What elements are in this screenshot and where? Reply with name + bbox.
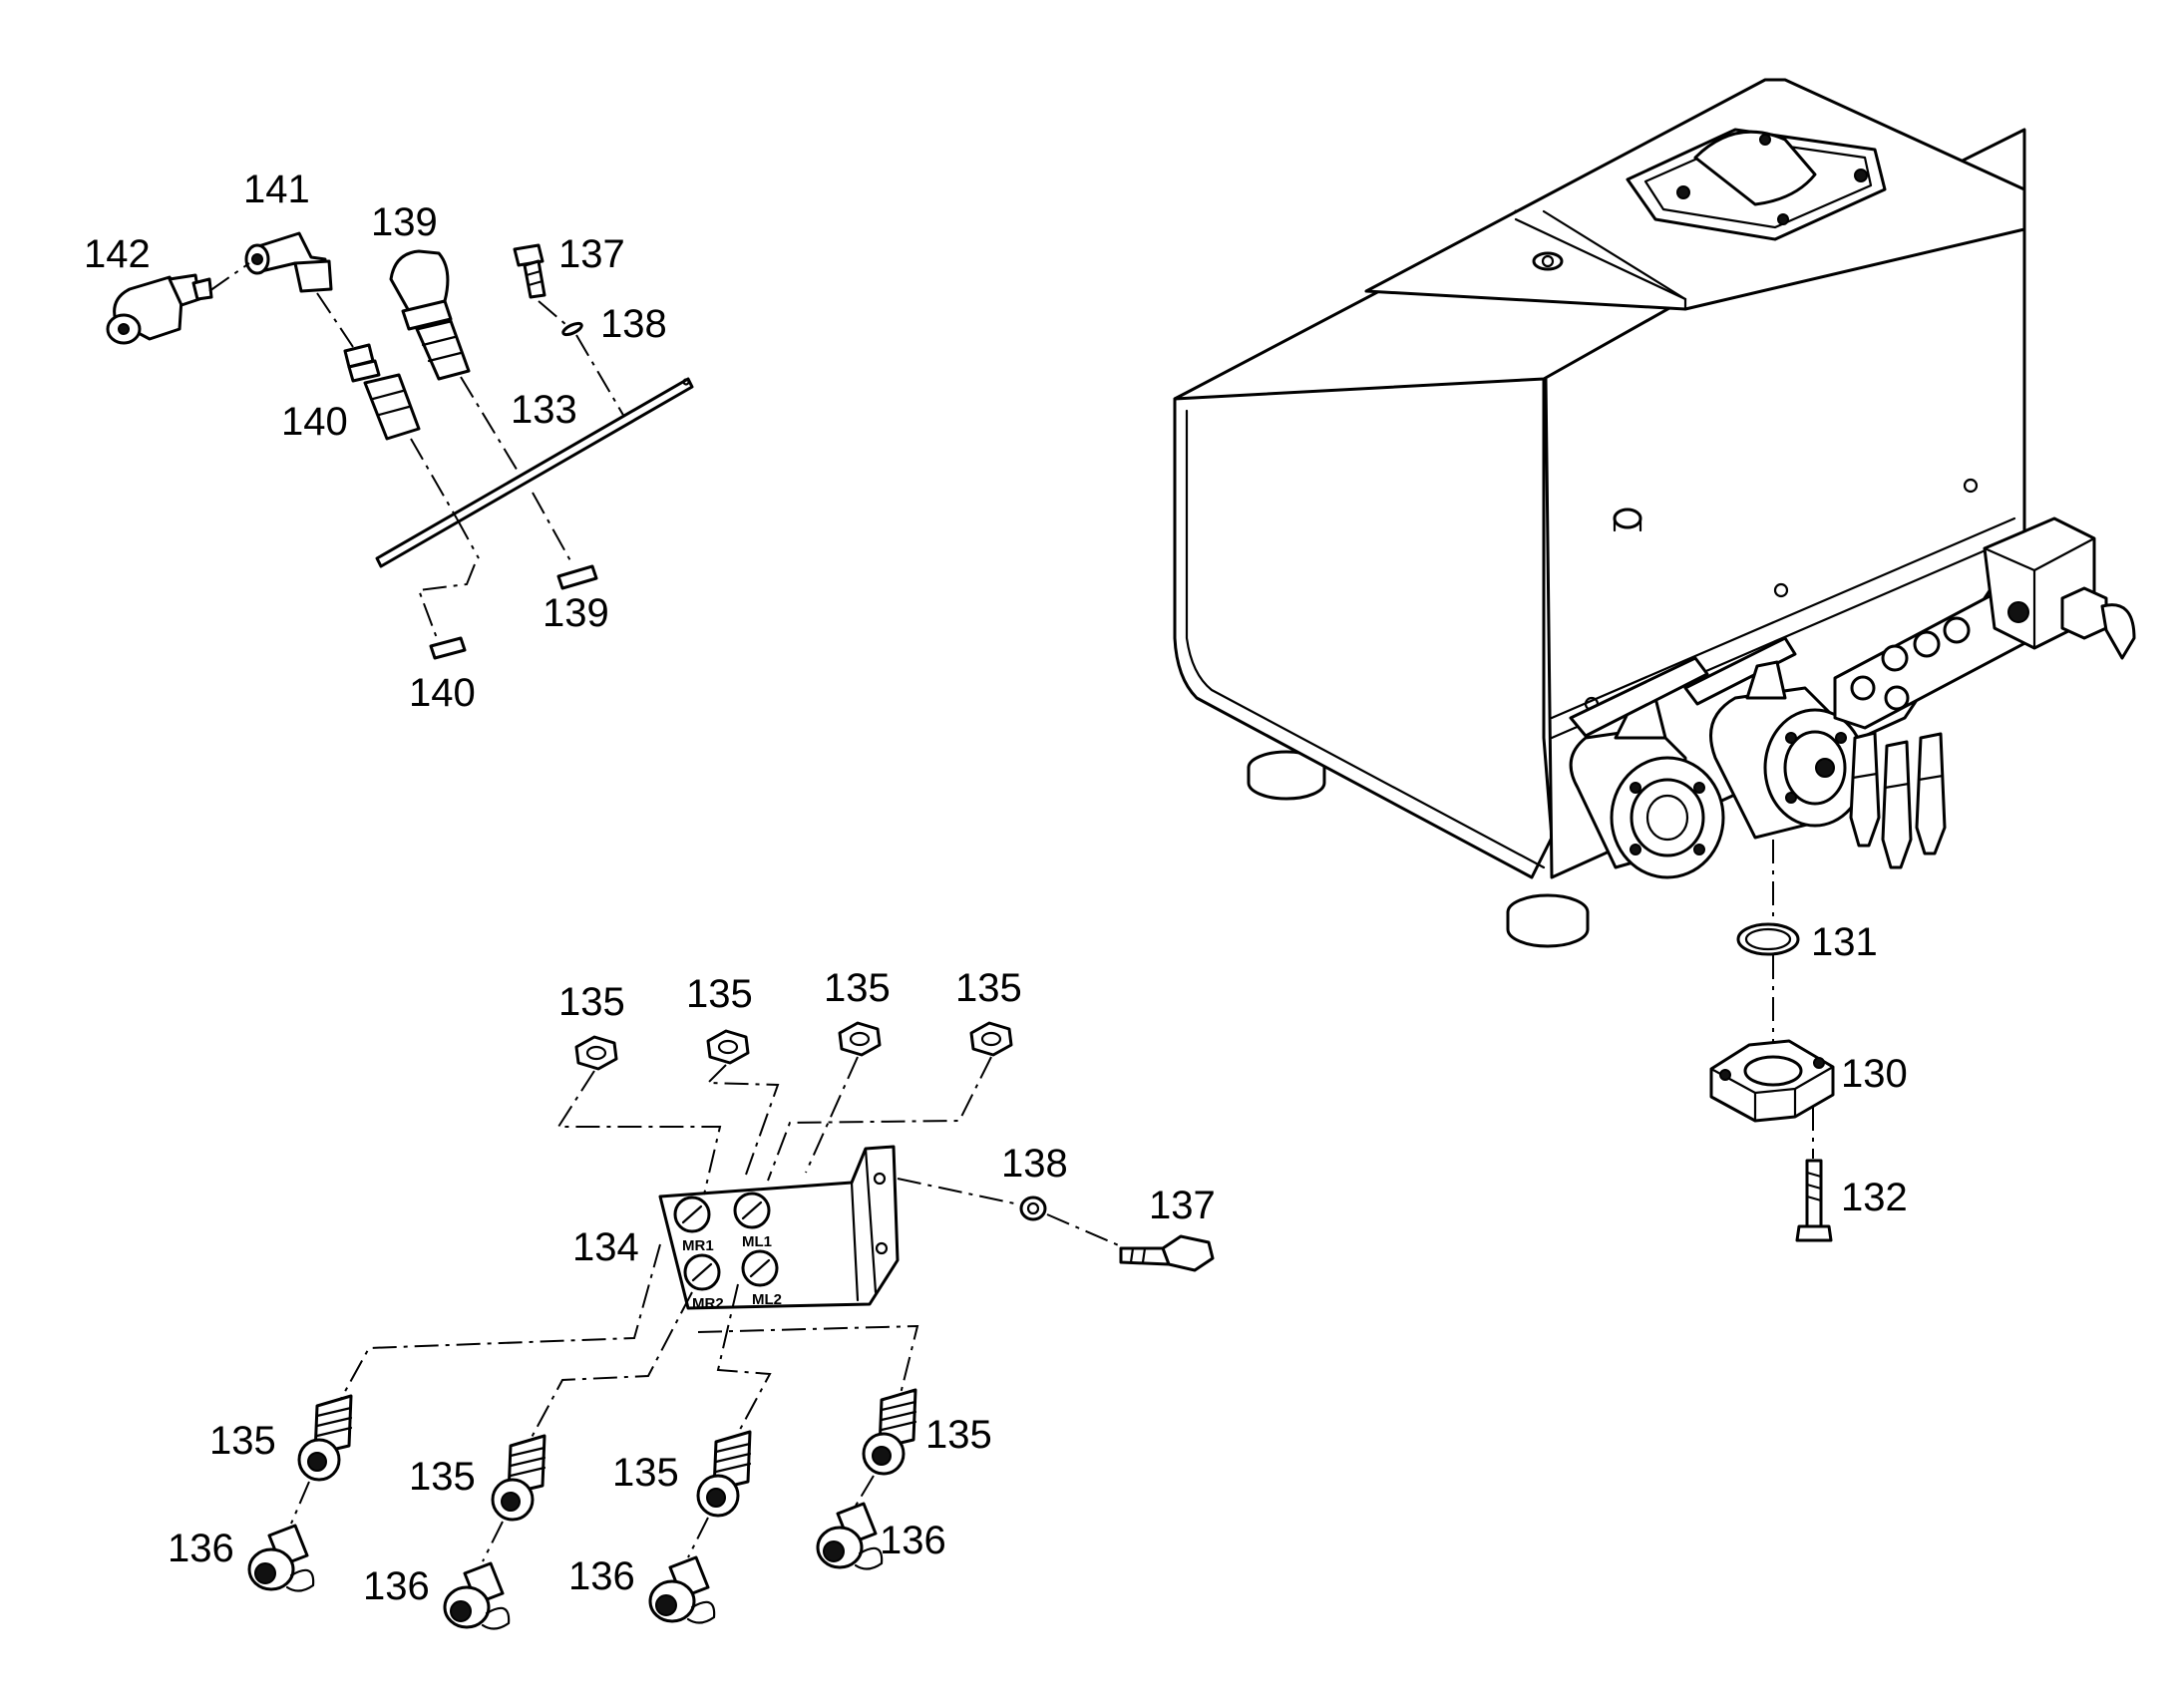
callout-135-f: 135	[409, 1455, 476, 1499]
leaders-135-136	[290, 1475, 875, 1562]
coupler-136-2	[443, 1561, 511, 1630]
fitting-135-5	[297, 1394, 353, 1482]
valve-block	[1833, 516, 2136, 730]
callout-142: 142	[84, 232, 151, 276]
label-ml1: ML1	[742, 1233, 772, 1250]
callout-135-c: 135	[824, 966, 891, 1010]
leaders-bracket-bottom	[336, 1243, 919, 1459]
elbow-fitting-141	[244, 231, 333, 293]
callout-135-a: 135	[558, 980, 625, 1024]
bolt-132	[1795, 1159, 1833, 1242]
plate-port-mr2: MR2	[683, 1253, 724, 1312]
callout-135-h: 135	[925, 1413, 992, 1457]
bar-133	[375, 377, 694, 568]
fitting-139	[389, 249, 471, 381]
flange-130	[1709, 1039, 1835, 1123]
callout-133: 133	[511, 388, 577, 432]
callout-141: 141	[243, 168, 310, 211]
callouts: 141 142 139 137 138 133 140 139 140 131 …	[84, 168, 1908, 1608]
bolt-137-top	[513, 243, 546, 299]
callout-137-top: 137	[558, 232, 625, 276]
tank-cover-plate	[1626, 128, 1887, 241]
callout-135-d: 135	[955, 966, 1022, 1010]
leaders-top-left	[316, 292, 625, 639]
plug-140-bottom	[429, 636, 467, 660]
callout-138-mid: 138	[1001, 1142, 1068, 1186]
nut-135-3	[838, 1021, 882, 1057]
callout-140-bottom: 140	[409, 671, 476, 715]
leaders-bracket-side	[897, 1178, 1122, 1247]
bolt-137-mid	[1119, 1234, 1215, 1272]
callout-131: 131	[1811, 920, 1878, 964]
coupler-136-4	[816, 1502, 884, 1570]
nut-135-1	[574, 1035, 618, 1071]
plate-port-mr1: MR1	[673, 1196, 714, 1254]
callout-135-e: 135	[209, 1419, 276, 1463]
fitting-135-8	[862, 1388, 917, 1476]
plate-port-ml1: ML1	[733, 1192, 772, 1250]
nut-135-2	[706, 1029, 750, 1065]
label-mr1: MR1	[682, 1237, 714, 1254]
tank-foot-left	[1247, 750, 1326, 801]
callout-134: 134	[572, 1225, 639, 1269]
callout-135-g: 135	[612, 1451, 679, 1495]
label-mr2: MR2	[692, 1295, 724, 1312]
adapter-142	[106, 273, 213, 345]
valve-cartridges	[1849, 731, 1947, 869]
leader-141-142	[208, 262, 250, 292]
tank-foot-front	[1506, 893, 1590, 948]
pump-left	[1569, 656, 1725, 879]
fitting-135-7	[696, 1430, 752, 1518]
callout-136-d: 136	[880, 1519, 946, 1562]
leaders-130-132	[1772, 840, 1814, 1159]
washer-138-top	[561, 321, 583, 337]
callout-136-b: 136	[363, 1564, 430, 1608]
callout-139-top: 139	[371, 200, 438, 244]
callout-138-top: 138	[600, 302, 667, 346]
callout-135-b: 135	[686, 972, 753, 1016]
callout-139-bottom: 139	[543, 591, 609, 635]
callout-140-top: 140	[281, 400, 348, 444]
callout-130: 130	[1841, 1052, 1908, 1096]
fitting-135-6	[491, 1434, 546, 1522]
bracket-134: MR1 ML1 MR2 ML2	[658, 1145, 900, 1312]
callout-137-mid: 137	[1149, 1184, 1216, 1227]
callout-136-a: 136	[168, 1527, 234, 1570]
label-ml2: ML2	[752, 1291, 782, 1308]
callout-132: 132	[1841, 1176, 1908, 1219]
nut-135-4	[969, 1021, 1013, 1057]
coupler-136-3	[648, 1555, 716, 1624]
leaders-nuts	[556, 1056, 992, 1196]
coupler-136-1	[247, 1524, 315, 1592]
washer-138-mid	[1019, 1196, 1047, 1221]
oring-131	[1736, 922, 1800, 956]
plate-port-ml2: ML2	[741, 1249, 782, 1308]
callout-136-c: 136	[568, 1554, 635, 1598]
hydraulic-tank-assembly	[1173, 78, 2136, 948]
pump-right	[1683, 636, 1867, 840]
fitting-140	[343, 343, 421, 441]
plug-139-bottom	[556, 564, 598, 590]
